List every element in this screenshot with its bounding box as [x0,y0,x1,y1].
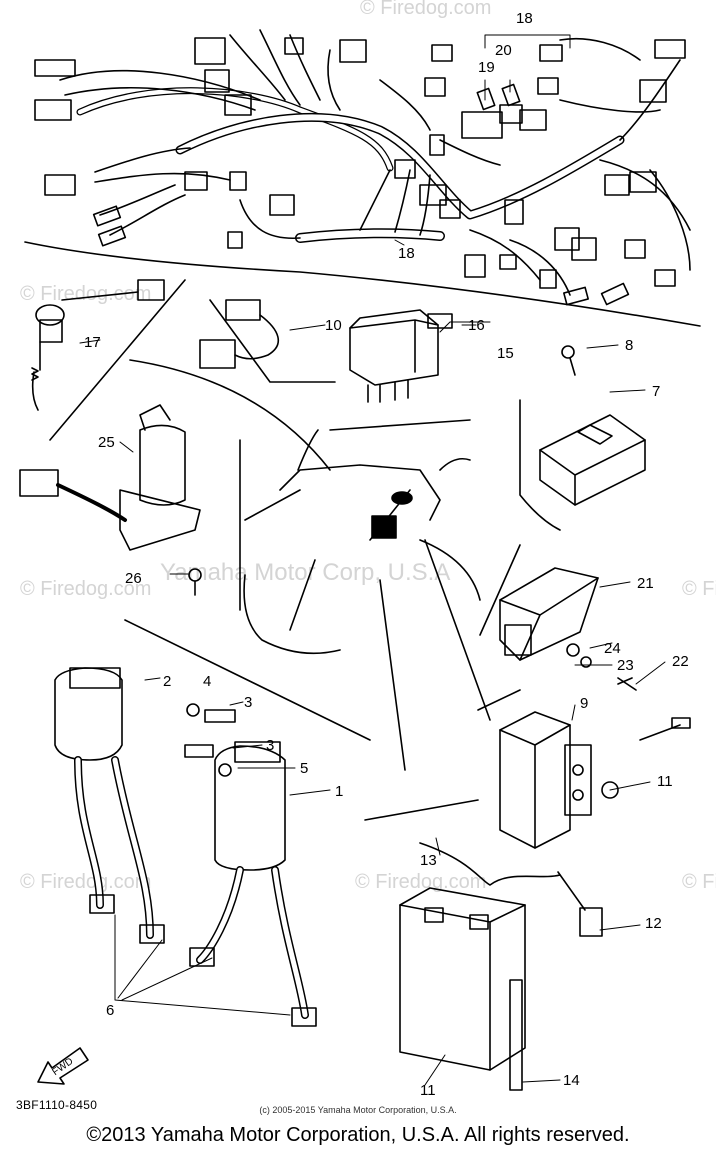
callout-9: 11 [657,773,673,790]
callout-4-bottom: 5 [300,760,308,777]
watermark-site: © Firedog.com [355,871,486,893]
battery [399,842,603,1091]
callout-10: 10 [325,317,342,334]
small-copyright: (c) 2005-2015 Yamaha Motor Corporation, … [259,1105,457,1115]
callout-4-top: 4 [203,673,211,690]
callout-12: 12 [645,915,662,932]
leader-lines [79,34,666,1086]
callout-14: 14 [563,1072,580,1089]
callout-26: 26 [125,570,142,587]
callout-24: 24 [604,640,621,657]
callout-20: 20 [495,42,512,59]
callout-labels: 18 20 19 18 10 16 15 8 7 17 25 26 21 24 … [50,10,688,1099]
part-21-rectifier [499,567,637,691]
callout-15: 15 [497,345,514,362]
section-boundaries [49,279,561,821]
callout-22: 22 [672,653,689,670]
callout-19: 19 [478,59,495,76]
ignition-coils [54,667,317,1027]
watermark-site: © Firedog.com [20,578,151,600]
watermark-site: © Firedog.com [682,871,716,893]
callout-13: 13 [420,852,437,869]
part-8-unit [499,711,691,849]
callout-3-bottom: 3 [266,737,274,754]
part-25-main-switch [19,404,202,596]
callout-18-bottom: 18 [398,245,415,262]
watermark-site: © Firedog.com [682,578,716,600]
callout-8: 9 [580,695,588,712]
callout-1: 1 [335,783,343,800]
part-code: 3BF1110-8450 [16,1098,98,1112]
callout-16: 16 [468,317,485,334]
fwd-label: FWD [50,1056,75,1078]
callout-21: 21 [637,575,654,592]
part-15-relay [349,309,453,403]
watermark-site: © Firedog.com [20,871,151,893]
callout-11: 11 [420,1082,436,1099]
wire-harness [24,29,701,327]
part-17-switch [31,279,165,411]
callout-2: 2 [163,673,171,690]
callout-17: 17 [84,334,101,351]
watermarks: © Firedog.com © Firedog.com © Firedog.co… [20,0,716,893]
part-10-cord [199,299,280,369]
callout-3-top: 3 [244,694,252,711]
watermark-site: © Firedog.com [20,283,151,305]
copyright-notice: ©2013 Yamaha Motor Corporation, U.S.A. A… [86,1124,630,1146]
callout-23: 23 [617,657,634,674]
callout-25: 25 [98,434,115,451]
fwd-arrow [37,1047,89,1085]
callout-18-top: 18 [516,10,533,27]
watermark-center: Yamaha Motor Corp, U.S.A [160,559,450,586]
callout-6: 7 [652,383,660,400]
callout-5: 6 [106,1002,114,1019]
part-6-cdi-unit [539,345,646,506]
center-bracket [243,429,481,655]
watermark-site: © Firedog.com [360,0,491,19]
callout-7: 8 [625,337,633,354]
